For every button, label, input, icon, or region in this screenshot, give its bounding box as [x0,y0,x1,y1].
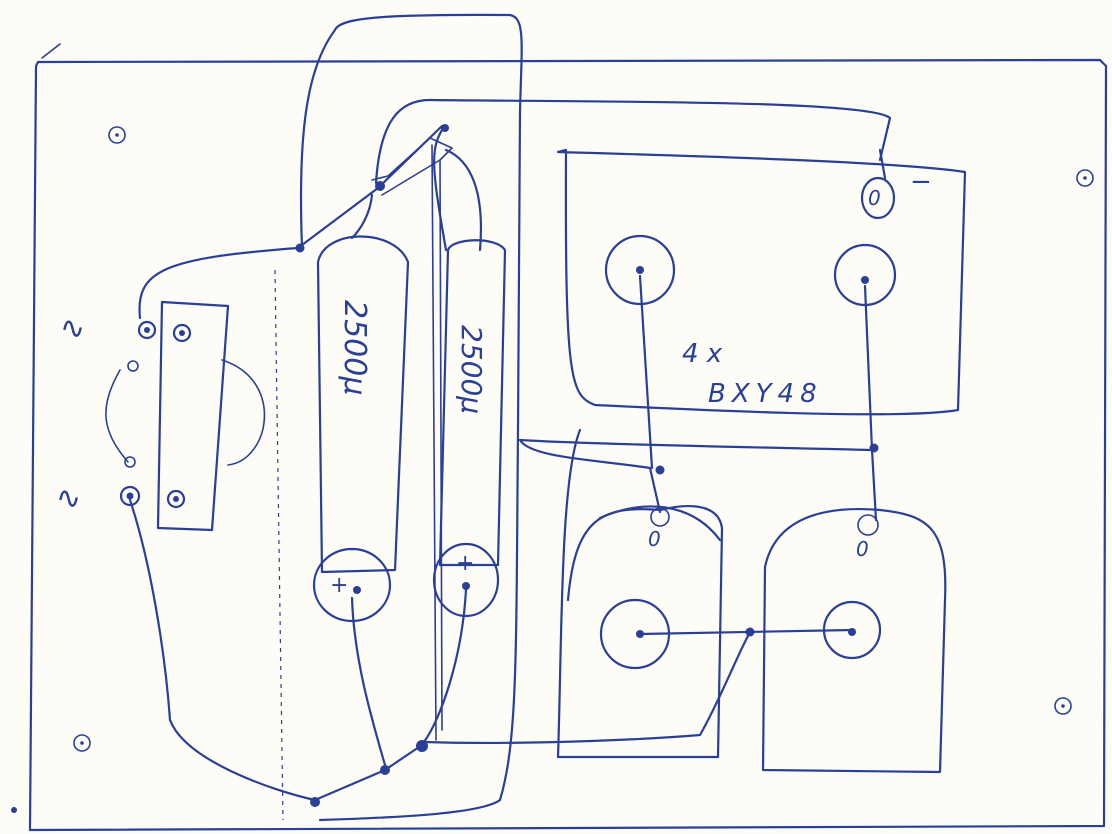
socket-bottom-right [761,508,947,774]
ac-symbol-top: ∿ [60,311,85,346]
socket-bottom-right-label: 0 [856,537,869,561]
mounting-hole [1054,697,1072,715]
mounting-hole [108,126,126,144]
rectifier-count: 4 x [682,339,723,369]
capacitor-left [312,235,410,623]
terminal-block [105,300,266,532]
mounting-hole [1076,169,1094,187]
solder-points [11,124,879,813]
ac-symbol-bottom: ∿ [56,481,81,516]
chassis-corner-stroke [41,43,61,59]
capacitor-left-value: 2500μ [337,300,372,395]
capacitor-right [431,144,507,741]
capacitor-right-value: 2500μ [455,325,488,414]
socket-top-label: 0 [868,186,881,210]
wires [128,98,892,802]
socket-bottom-left-label: 0 [648,527,661,551]
capacitor-bracket [299,13,523,822]
rectifier-part-number: BXY48 [708,379,823,409]
socket-bottom-left [556,428,724,759]
capacitor-left-plus: + [330,573,348,598]
mounting-hole [73,734,91,752]
mounting-holes [73,126,1094,752]
capacitor-right-plus: + [456,551,474,576]
rectifier-board [556,148,967,416]
bracket-left-line [274,269,284,821]
minus-label: − [910,167,932,197]
chassis-outline [28,58,1108,832]
